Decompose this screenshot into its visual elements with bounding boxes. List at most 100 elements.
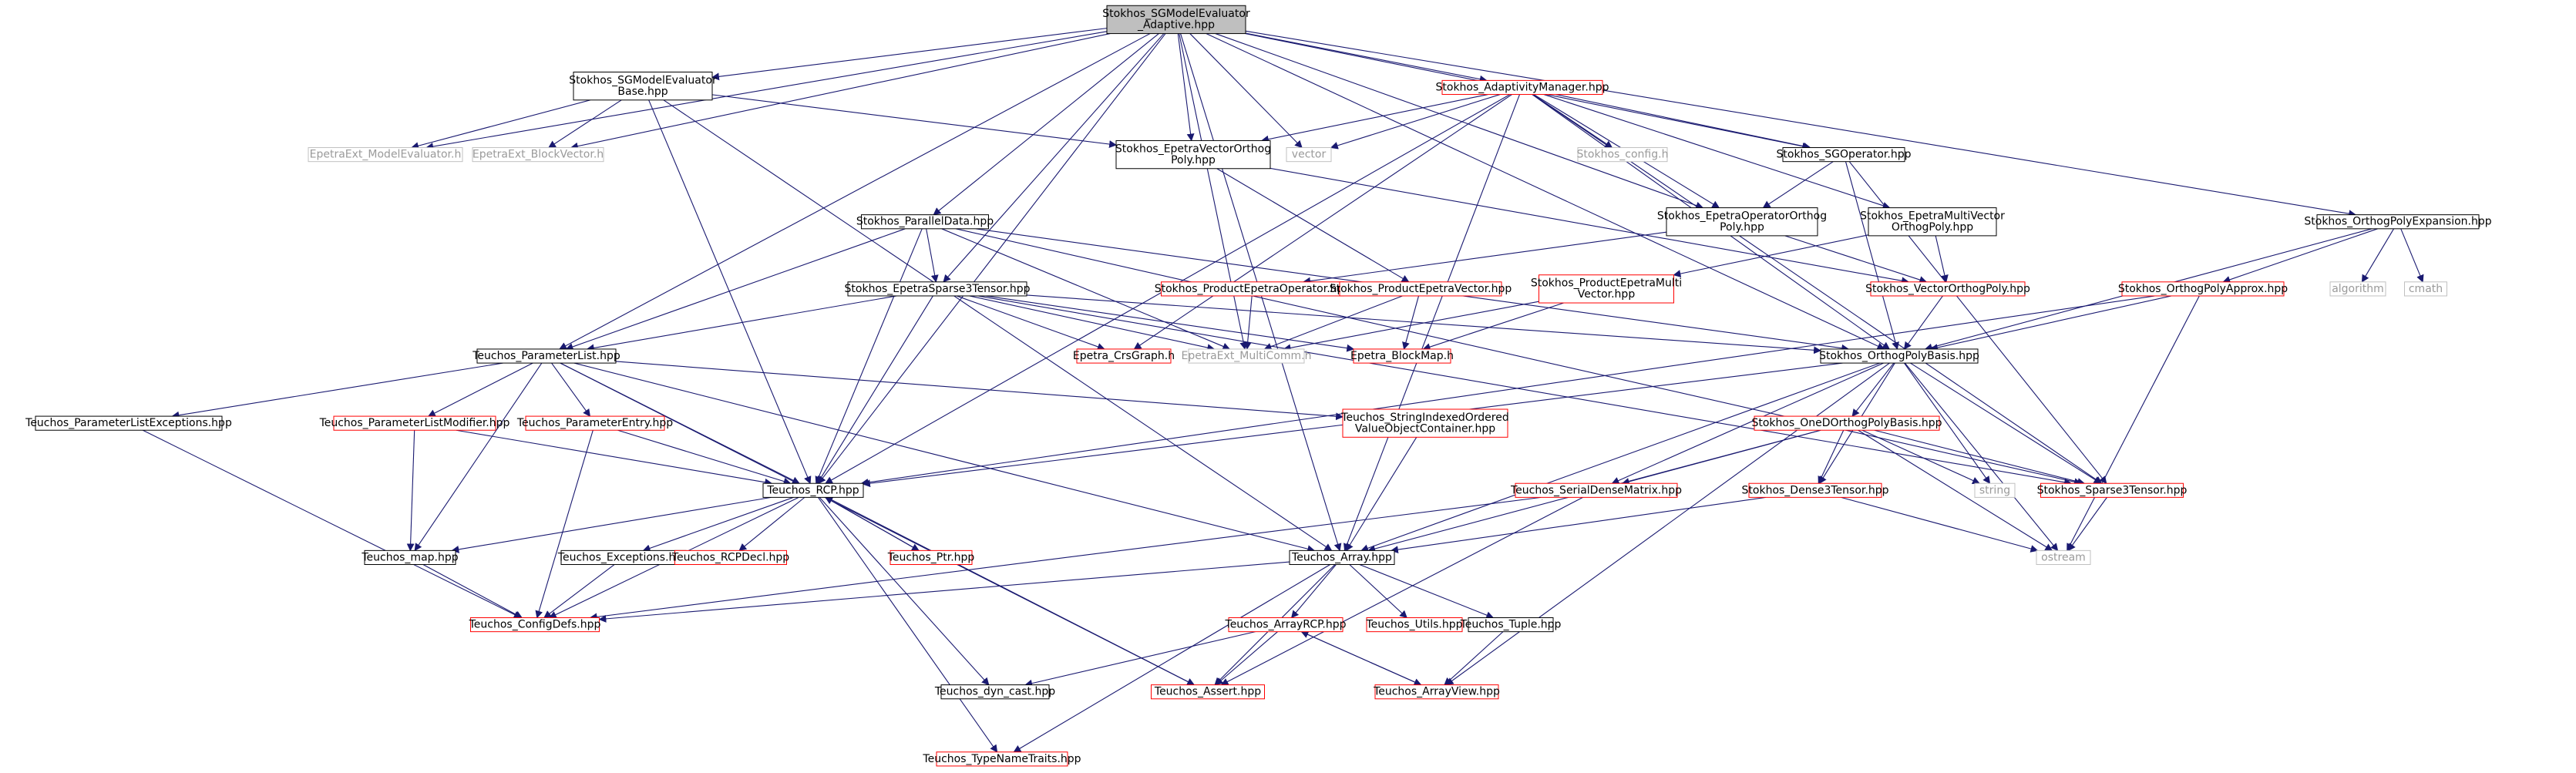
node-box	[1228, 617, 1343, 633]
edge-map-to-cfg	[422, 564, 523, 618]
node-epbv: EpetraExt_BlockVector.h	[472, 147, 604, 163]
node-box	[1782, 147, 1905, 163]
node-label: Teuchos_ArrayRCP.hpp	[1225, 619, 1347, 631]
node-label: Teuchos_ParameterListModifier.hpp	[319, 417, 510, 429]
edge-tuple-to-aview	[1444, 631, 1504, 686]
edge-vop-to-opbasis	[1903, 295, 1943, 350]
node-aview[interactable]: Teuchos_ArrayView.hpp	[1373, 684, 1500, 700]
node-opapprox[interactable]: Stokhos_OrthogPolyApprox.hpp	[2118, 281, 2288, 297]
node-label: Teuchos_ArrayView.hpp	[1373, 686, 1500, 698]
node-root[interactable]: Stokhos_SGModelEvaluator_Adaptive.hpp	[1102, 5, 1250, 35]
node-plist[interactable]: Teuchos_ParameterList.hpp	[472, 348, 620, 364]
node-orthoexp[interactable]: Stokhos_OrthogPolyExpansion.hpp	[2304, 214, 2492, 230]
edge-adapt-to-array	[1343, 94, 1521, 552]
node-plmod[interactable]: Teuchos_ParameterListModifier.hpp	[319, 415, 510, 431]
edge-orthoexp-to-opapprox	[2222, 228, 2378, 284]
edge-plmod-to-map	[406, 430, 415, 552]
node-box	[1870, 281, 2026, 297]
node-label: Stokhos_Dense3Tensor.hpp	[1742, 484, 1889, 496]
node-dyncast[interactable]: Teuchos_dyn_cast.hpp	[934, 684, 1055, 700]
node-cfg[interactable]: Teuchos_ConfigDefs.hpp	[469, 617, 601, 633]
edge-pepvec-to-bmap	[1402, 295, 1420, 350]
node-rcp[interactable]: Teuchos_RCP.hpp	[762, 482, 864, 498]
node-vop[interactable]: Stokhos_VectorOrthogPoly.hpp	[1865, 281, 2030, 297]
edge-emvop-to-pemv	[1673, 234, 1869, 277]
node-label: Vector.hpp	[1578, 288, 1636, 301]
node-label: Stokhos_ProductEpetraMulti	[1531, 277, 1682, 290]
edge-opbasis-to-s3t	[1910, 362, 2102, 484]
node-box	[1286, 147, 1332, 163]
edge-od-to-d3t	[1818, 429, 1845, 485]
node-tuple[interactable]: Teuchos_Tuple.hpp	[1460, 617, 1562, 633]
edge-d3t-to-array	[1390, 496, 1767, 554]
node-pepop[interactable]: Stokhos_ProductEpetraOperator.hpp	[1155, 281, 1351, 297]
node-label: Teuchos_SerialDenseMatrix.hpp	[1510, 484, 1682, 496]
edge-opbasis-to-sdm	[1611, 362, 1884, 485]
node-label: Stokhos_ProductEpetraVector.hpp	[1330, 283, 1512, 295]
node-utils[interactable]: Teuchos_Utils.hpp	[1366, 617, 1463, 633]
node-box	[1868, 207, 1997, 237]
node-tnt[interactable]: Teuchos_TypeNameTraits.hpp	[922, 751, 1081, 767]
node-label: Teuchos_Utils.hpp	[1366, 619, 1463, 631]
node-label: algorithm	[2332, 283, 2384, 295]
node-pepvec[interactable]: Stokhos_ProductEpetraVector.hpp	[1330, 281, 1512, 297]
node-box	[2316, 214, 2480, 230]
edge-od-to-string	[1861, 429, 1980, 485]
node-vector: vector	[1286, 147, 1332, 163]
node-opbasis[interactable]: Stokhos_OrthogPolyBasis.hpp	[1819, 348, 1979, 364]
node-d3t[interactable]: Stokhos_Dense3Tensor.hpp	[1742, 482, 1889, 498]
node-label: Poly.hpp	[1171, 154, 1216, 166]
edge-array-to-cfg	[598, 561, 1290, 623]
node-label: Teuchos_ConfigDefs.hpp	[469, 619, 601, 631]
edge-sgbase-to-rcp	[648, 99, 812, 485]
edge-sgop-to-opbasis	[1845, 161, 1899, 350]
node-adapt[interactable]: Stokhos_AdaptivityManager.hpp	[1436, 79, 1609, 96]
node-label: ValueObjectContainer.hpp	[1355, 422, 1495, 435]
node-es3t[interactable]: Stokhos_EpetraSparse3Tensor.hpp	[845, 281, 1031, 297]
edge-sgbase-to-evop	[711, 94, 1117, 148]
node-map[interactable]: Teuchos_map.hpp	[361, 550, 459, 566]
node-box	[476, 348, 617, 364]
node-sgop[interactable]: Stokhos_SGOperator.hpp	[1777, 147, 1912, 163]
node-label: Teuchos_ParameterList.hpp	[472, 350, 620, 362]
node-box	[940, 684, 1050, 700]
node-label: Stokhos_OrthogPolyBasis.hpp	[1819, 350, 1979, 362]
node-epme: EpetraExt_ModelEvaluator.h	[308, 147, 463, 163]
edge-rcp-to-rcpdecl	[738, 496, 805, 551]
node-plexc[interactable]: Teuchos_ParameterListExceptions.hpp	[25, 415, 232, 431]
node-assert[interactable]: Teuchos_Assert.hpp	[1151, 684, 1265, 700]
node-label: Epetra_BlockMap.h	[1350, 350, 1454, 362]
node-ptr[interactable]: Teuchos_Ptr.hpp	[887, 550, 975, 566]
node-box	[1366, 617, 1463, 633]
node-pardata[interactable]: Stokhos_ParallelData.hpp	[856, 214, 994, 230]
node-arcp[interactable]: Teuchos_ArrayRCP.hpp	[1225, 617, 1347, 633]
node-sdm[interactable]: Teuchos_SerialDenseMatrix.hpp	[1510, 482, 1682, 498]
node-sio[interactable]: Teuchos_StringIndexedOrderedValueObjectC…	[1340, 408, 1509, 438]
edge-root-to-plist	[559, 33, 1151, 350]
node-box	[936, 751, 1068, 767]
node-od[interactable]: Stokhos_OneDOrthogPolyBasis.hpp	[1751, 415, 1942, 431]
edge-sgop-to-eoop	[1762, 161, 1834, 209]
edge-adapt-to-sgop	[1555, 94, 1811, 150]
node-exc[interactable]: Teuchos_Exceptions.hpp	[557, 550, 689, 566]
edge-es3t-to-crs	[957, 295, 1105, 351]
node-crs[interactable]: Epetra_CrsGraph.h	[1073, 348, 1175, 364]
edge-pardata-to-rcp	[815, 228, 923, 485]
node-s3t[interactable]: Stokhos_Sparse3Tensor.hpp	[2037, 482, 2188, 498]
edge-pardata-to-es3t	[926, 228, 939, 283]
edge-pemv-to-mcomm	[1283, 301, 1539, 352]
node-label: Stokhos_EpetraVectorOrthog	[1115, 143, 1271, 155]
node-pentry[interactable]: Teuchos_ParameterEntry.hpp	[516, 415, 673, 431]
node-label: vector	[1292, 149, 1327, 161]
node-bmap[interactable]: Epetra_BlockMap.h	[1350, 348, 1454, 364]
node-box	[2121, 281, 2285, 297]
node-label: Stokhos_ParallelData.hpp	[856, 216, 994, 228]
node-array[interactable]: Teuchos_Array.hpp	[1289, 550, 1395, 566]
edge-orthoexp-to-cmath	[2400, 228, 2424, 283]
node-rcpdecl[interactable]: Teuchos_RCPDecl.hpp	[671, 550, 790, 566]
